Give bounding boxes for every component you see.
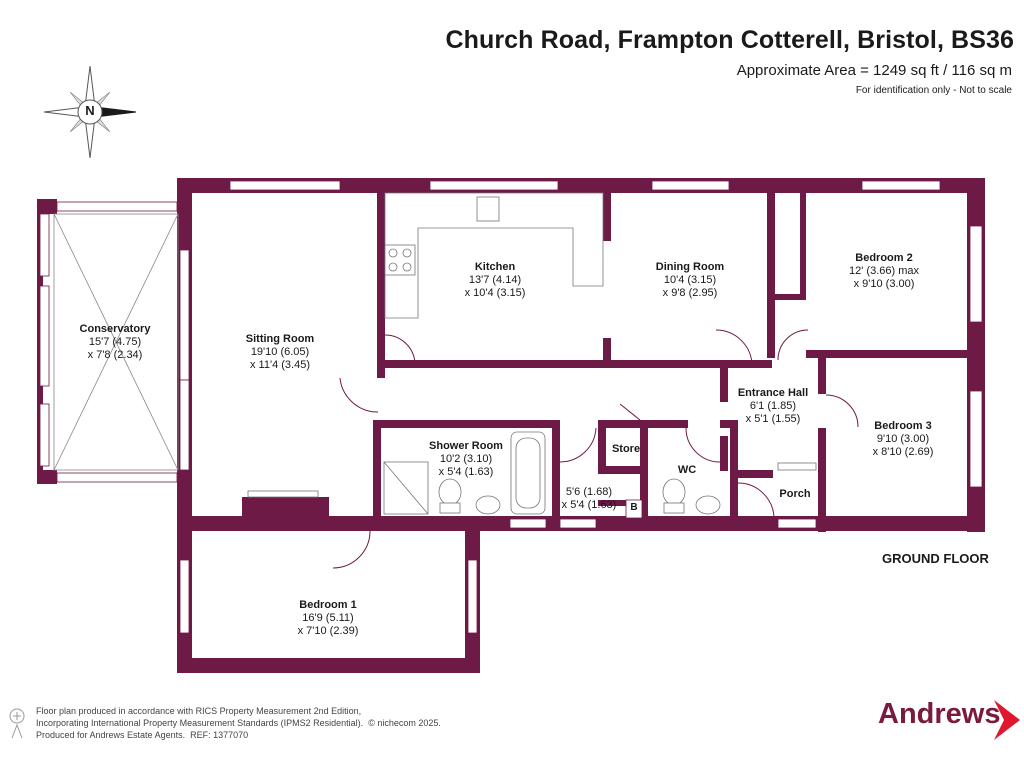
room-dimension: x 11'4 (3.45)	[250, 359, 310, 371]
room-dimension: 6'1 (1.85)	[749, 400, 797, 412]
copyright: © nichecom 2025.	[368, 718, 441, 728]
room-name: Sitting Room	[245, 333, 315, 345]
room-name: Dining Room	[655, 261, 725, 273]
boiler-label: B	[630, 502, 638, 513]
room-dimension: 12' (3.66) max	[849, 265, 919, 277]
floor-label: GROUND FLOOR	[882, 551, 989, 566]
room-dimension: x 8'10 (2.69)	[872, 446, 934, 458]
room-dimension: 9'10 (3.00)	[876, 433, 930, 445]
room-name: Conservatory	[79, 323, 151, 335]
room-dimension: 15'7 (4.75)	[88, 336, 142, 348]
room-dimension: x 10'4 (3.15)	[464, 287, 526, 299]
room-dimension: x 5'4 (1.63)	[438, 466, 494, 478]
room-dimension: x 7'8 (2.34)	[87, 349, 143, 361]
room-porch: Porch	[779, 488, 811, 500]
room-bedroom-3: Bedroom 3 9'10 (3.00) x 8'10 (2.69)	[848, 420, 958, 459]
footer-line-3: Produced for Andrews Estate Agents.	[36, 730, 186, 740]
room-dimension: 16'9 (5.11)	[302, 612, 354, 624]
andrews-arrow-icon	[994, 700, 1020, 740]
compass-north-label: N	[85, 103, 95, 118]
fixtures	[247, 192, 817, 519]
windows	[39, 180, 983, 634]
room-utility: 5'6 (1.68) x 5'4 (1.63)	[549, 486, 629, 512]
conservatory-roof	[53, 213, 179, 471]
room-dimension: x 5'1 (1.55)	[745, 413, 801, 425]
room-dimension: 13'7 (4.14)	[468, 274, 522, 286]
room-dining-room: Dining Room 10'4 (3.15) x 9'8 (2.95)	[635, 261, 745, 300]
footer-line-1: Floor plan produced in accordance with R…	[36, 706, 362, 716]
footer-line-2: Incorporating International Property Mea…	[36, 718, 364, 728]
property-address: Church Road, Frampton Cotterell, Bristol…	[445, 26, 1014, 54]
room-entrance-hall: Entrance Hall 6'1 (1.85) x 5'1 (1.55)	[718, 387, 828, 426]
room-name: Bedroom 1	[299, 599, 357, 611]
room-dimension: 10'4 (3.15)	[663, 274, 717, 286]
room-dimension: x 9'10 (3.00)	[853, 278, 915, 290]
room-conservatory: Conservatory 15'7 (4.75) x 7'8 (2.34)	[60, 323, 170, 362]
room-wc: WC	[677, 464, 697, 476]
room-dimension: x 9'8 (2.95)	[662, 287, 718, 299]
room-store: Store	[611, 443, 641, 455]
room-bedroom-1: Bedroom 1 16'9 (5.11) x 7'10 (2.39)	[273, 599, 383, 638]
room-dimension: x 7'10 (2.39)	[297, 625, 359, 637]
room-name: Shower Room	[429, 440, 503, 452]
room-name: Bedroom 2	[855, 252, 913, 264]
room-kitchen: Kitchen 13'7 (4.14) x 10'4 (3.15)	[440, 261, 550, 300]
room-dimension: 10'2 (3.10)	[439, 453, 493, 465]
compass-rose-icon	[43, 65, 137, 159]
brand-logo: Andrews	[878, 698, 1001, 730]
room-name: Kitchen	[474, 261, 516, 273]
room-sitting-room: Sitting Room 19'10 (6.05) x 11'4 (3.45)	[225, 333, 335, 372]
reference: REF: 1377070	[190, 730, 249, 740]
room-name: Bedroom 3	[874, 420, 932, 432]
room-shower-room: Shower Room 10'2 (3.10) x 5'4 (1.63)	[411, 440, 521, 479]
door-swings	[332, 329, 859, 569]
footer-notes: Floor plan produced in accordance with R…	[36, 705, 441, 741]
approximate-area: Approximate Area = 1249 sq ft / 116 sq m	[736, 62, 1012, 79]
room-dimension: 19'10 (6.05)	[250, 346, 310, 358]
room-dimension: x 5'4 (1.63)	[561, 499, 617, 511]
room-name: Entrance Hall	[737, 387, 809, 399]
person-scale-icon	[9, 708, 25, 739]
room-bedroom-2: Bedroom 2 12' (3.66) max x 9'10 (3.00)	[829, 252, 939, 291]
identification-note: For identification only - Not to scale	[855, 85, 1012, 96]
room-dimension: 5'6 (1.68)	[565, 486, 613, 498]
